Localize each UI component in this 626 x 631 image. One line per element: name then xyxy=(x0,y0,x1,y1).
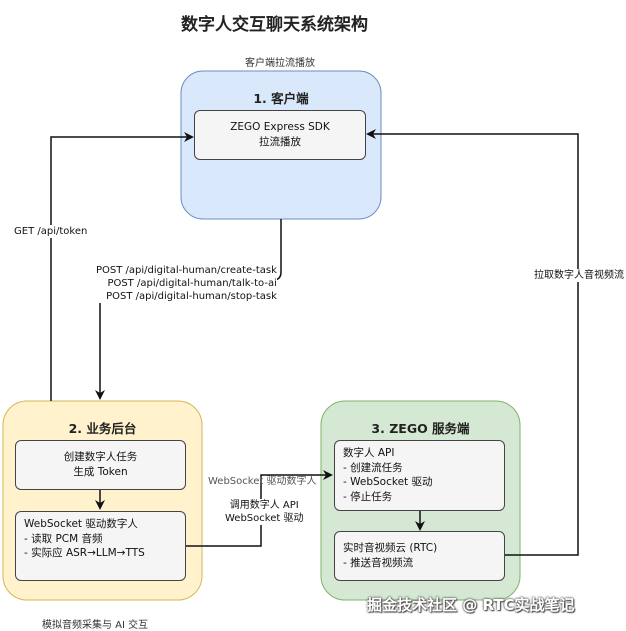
call-api-line2: WebSocket 驱动 xyxy=(225,513,304,524)
backend-title: 2. 业务后台 xyxy=(68,421,137,436)
post-create-task: POST /api/digital-human/create-task xyxy=(96,265,277,276)
zego-rtc-box: 实时音视频云 (RTC) - 推送音视频流 xyxy=(334,531,505,581)
zego-api-title: 数字人 API xyxy=(343,447,395,459)
client-caption: 客户端拉流播放 xyxy=(245,58,315,69)
edge-pull-stream xyxy=(366,129,579,556)
client-sdk-line2: 拉流播放 xyxy=(259,136,301,148)
post-stop-task: POST /api/digital-human/stop-task xyxy=(106,291,277,302)
backend-ws-title: WebSocket 驱动数字人 xyxy=(24,518,138,530)
edge-label-post-requests: POST /api/digital-human/create-task POST… xyxy=(96,264,277,303)
call-api-line1: 调用数字人 API xyxy=(229,500,299,511)
zego-rtc-item-push: - 推送音视频流 xyxy=(343,556,414,569)
backend-task-line1: 创建数字人任务 xyxy=(63,451,138,463)
backend-task-line2: 生成 Token xyxy=(73,466,128,478)
zego-api-item-ws: - WebSocket 驱动 xyxy=(343,476,433,488)
zego-api-box: 数字人 API - 创建流任务 - WebSocket 驱动 - 停止任务 xyxy=(334,440,505,511)
edge-label-call-api: 调用数字人 API WebSocket 驱动 xyxy=(225,499,304,525)
client-sdk-line1: ZEGO Express SDK xyxy=(230,121,330,133)
post-talk-to-ai: POST /api/digital-human/talk-to-ai xyxy=(107,278,277,289)
zego-title: 3. ZEGO 服务端 xyxy=(371,421,470,436)
zego-rtc-title: 实时音视频云 (RTC) xyxy=(343,542,438,554)
edge-post-requests xyxy=(95,219,282,400)
backend-ws-item-asr: - 实际应 ASR→LLM→TTS xyxy=(24,547,145,559)
edge-label-pull-stream: 拉取数字人音视频流 xyxy=(534,269,624,282)
backend-ws-box: WebSocket 驱动数字人 - 读取 PCM 音频 - 实际应 ASR→LL… xyxy=(15,511,186,581)
backend-caption: 模拟音频采集与 AI 交互 xyxy=(42,620,149,631)
backend-task-box: 创建数字人任务 生成 Token xyxy=(15,440,186,490)
edge-label-ws-drive: WebSocket 驱动数字人 xyxy=(208,476,317,487)
diagram-title: 数字人交互聊天系统架构 xyxy=(181,15,368,35)
zego-api-item-create: - 创建流任务 xyxy=(343,461,403,474)
client-title: 1. 客户端 xyxy=(253,91,309,106)
edge-label-get-token: GET /api/token xyxy=(14,225,88,238)
watermark: 掘金技术社区 @ RTC实战笔记 xyxy=(367,596,575,614)
zego-api-item-stop: - 停止任务 xyxy=(343,490,393,503)
edge-get-token xyxy=(50,132,194,401)
client-sdk-box: ZEGO Express SDK 拉流播放 xyxy=(194,110,366,160)
backend-ws-item-pcm: - 读取 PCM 音频 xyxy=(24,532,103,545)
